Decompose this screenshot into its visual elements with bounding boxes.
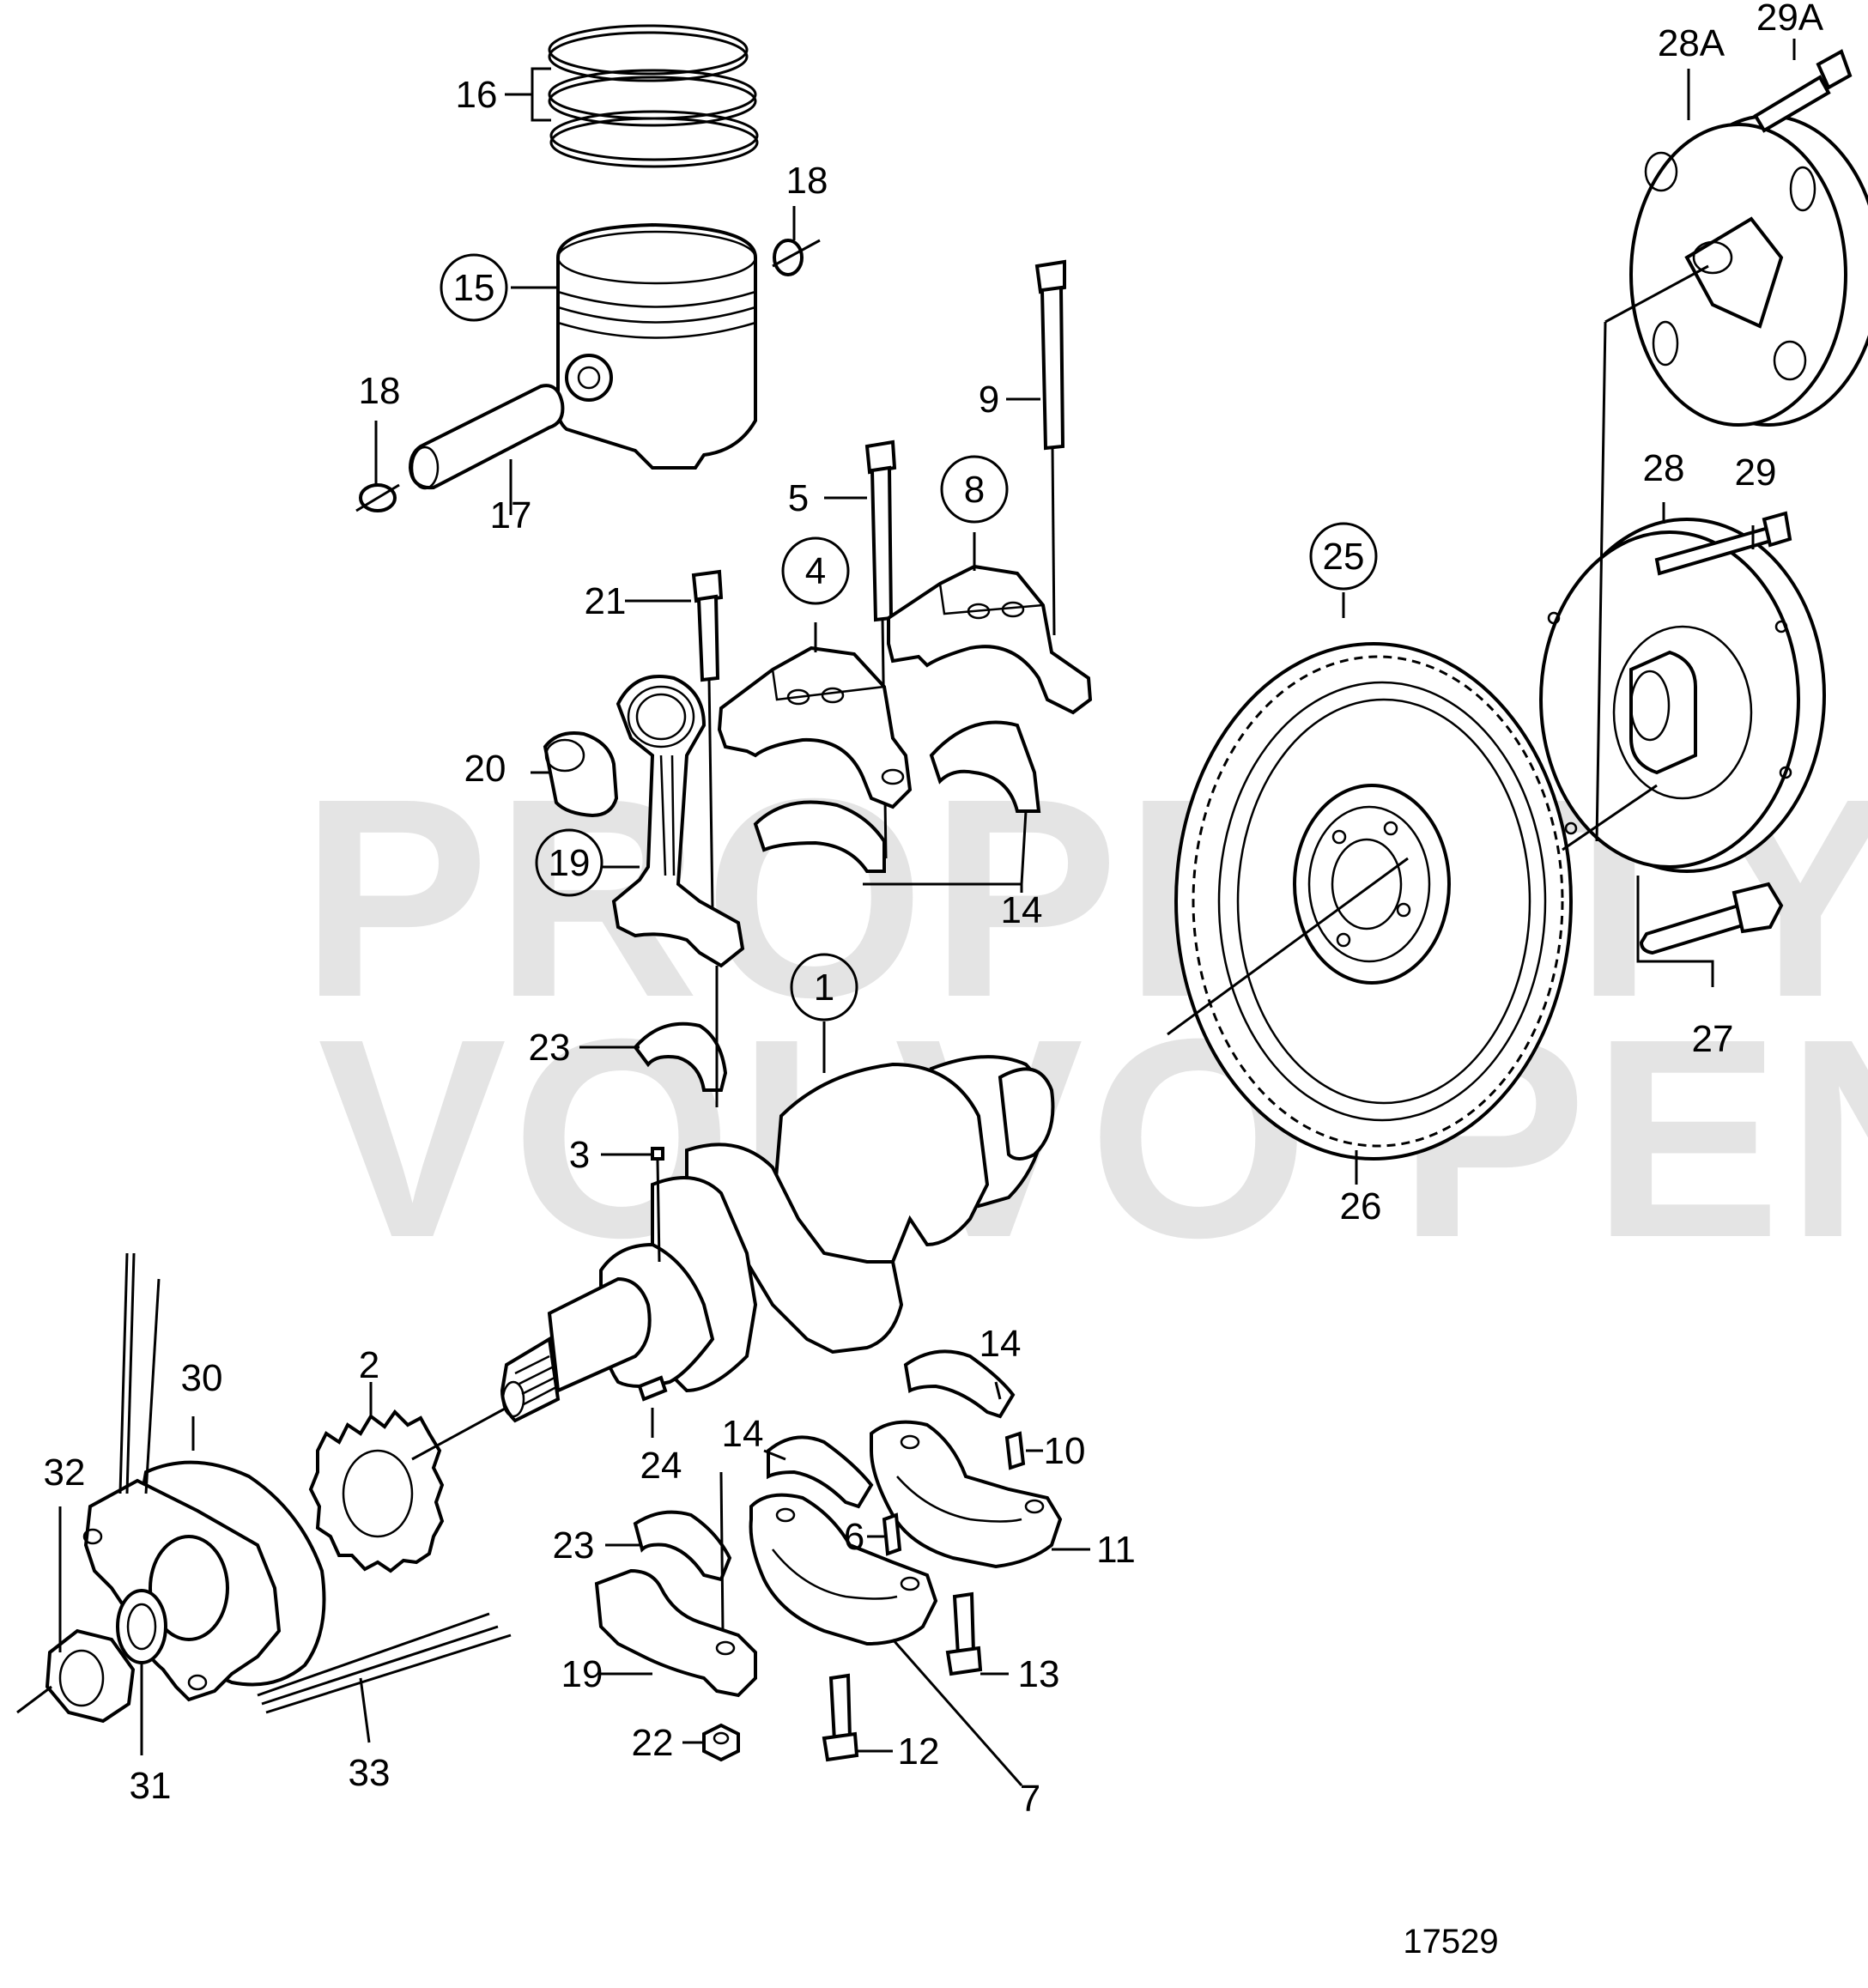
dowel-6 [882,1512,902,1556]
drive-belt [118,1252,512,1714]
callout-7: 7 [1020,1778,1040,1820]
callout-2: 2 [359,1344,379,1386]
main-bearing-cap-7 [749,1493,938,1646]
nut-32 [16,1628,136,1724]
bolt-29 [1654,511,1792,576]
callout-23-upper: 23 [529,1027,571,1069]
nut-22 [702,1723,740,1762]
callout-20: 20 [464,748,506,790]
callout-11: 11 [1096,1529,1136,1571]
callout-14-upper: 14 [1001,889,1043,931]
pulley-hub [82,1460,326,1702]
callout-13: 13 [1018,1653,1060,1695]
rod-cap-lower [594,1568,757,1698]
callout-17: 17 [490,494,532,536]
callout-23-lower: 23 [553,1524,595,1567]
connecting-rod [611,675,745,968]
bolt-9 [1034,259,1066,636]
callout-3: 3 [569,1134,590,1176]
callout-15: 15 [453,267,495,309]
callout-9: 9 [979,379,999,421]
rod-bearing-shell-lower [633,1471,732,1632]
callout-28: 28 [1643,447,1685,489]
dowel-10 [1004,1431,1026,1470]
callout-26: 26 [1340,1185,1382,1227]
drive-plate [1595,114,1868,842]
bolt-29a [1753,49,1853,133]
callout-14-right: 14 [979,1323,1022,1365]
callout-19-lower: 19 [561,1653,603,1695]
rod-bearing-shell-upper [633,966,728,1107]
watermark-line2: VOLVO PENTA [318,979,1868,1296]
callout-22: 22 [632,1722,674,1764]
washer [116,1589,167,1664]
callout-5: 5 [788,477,809,519]
callout-29: 29 [1735,452,1777,494]
callout-1: 1 [814,967,834,1009]
piston [555,222,757,470]
main-bearing-cap-8 [887,564,1093,715]
callout-33: 33 [349,1752,391,1794]
callout-29a: 29A [1756,0,1824,39]
callout-21: 21 [585,580,627,622]
bolt-13 [945,1591,983,1676]
flywheel [1167,642,1573,1161]
callout-4: 4 [805,550,826,592]
callout-31: 31 [130,1765,172,1807]
callout-14-left: 14 [722,1413,764,1455]
callout-19-upper: 19 [549,842,591,884]
callout-10: 10 [1044,1430,1086,1472]
leader-lines [58,39,1796,1786]
callout-6: 6 [844,1516,864,1558]
plug-3 [651,1147,664,1263]
callout-27: 27 [1692,1018,1734,1060]
timing-gear [308,1406,507,1573]
callout-16: 16 [456,74,498,116]
callout-25: 25 [1323,536,1365,578]
callout-8: 8 [964,469,985,511]
bolt-5 [864,439,897,859]
callout-18-right: 18 [786,160,828,202]
piston-pin [408,384,565,490]
flex-coupling [1539,518,1826,873]
bushing [543,731,619,818]
bolt-12 [822,1673,859,1762]
bearing-shells-upper [753,720,1041,873]
callout-circles [440,253,1378,1021]
circlip-right [772,239,821,276]
bearing-shells-lower [767,1349,1016,1509]
callout-24: 24 [640,1445,682,1487]
callout-30: 30 [181,1357,223,1399]
circlip-left [355,483,400,512]
callout-28a: 28A [1658,22,1725,64]
callout-labels: 1 2 3 4 5 6 7 8 9 10 11 12 13 14 14 14 1… [44,0,1824,1820]
callout-12: 12 [898,1730,940,1773]
woodruff-key [637,1375,668,1402]
piston-rings [548,24,759,168]
drawing-reference-number: 17529 [1403,1923,1498,1961]
main-bearing-cap-11 [870,1420,1063,1569]
bolt-27 [1639,882,1784,955]
callout-32: 32 [44,1452,86,1494]
callout-18-left: 18 [359,370,401,412]
crankshaft [500,1055,1055,1423]
bolt-21 [691,569,724,911]
main-bearing-cap-4 [717,645,913,809]
